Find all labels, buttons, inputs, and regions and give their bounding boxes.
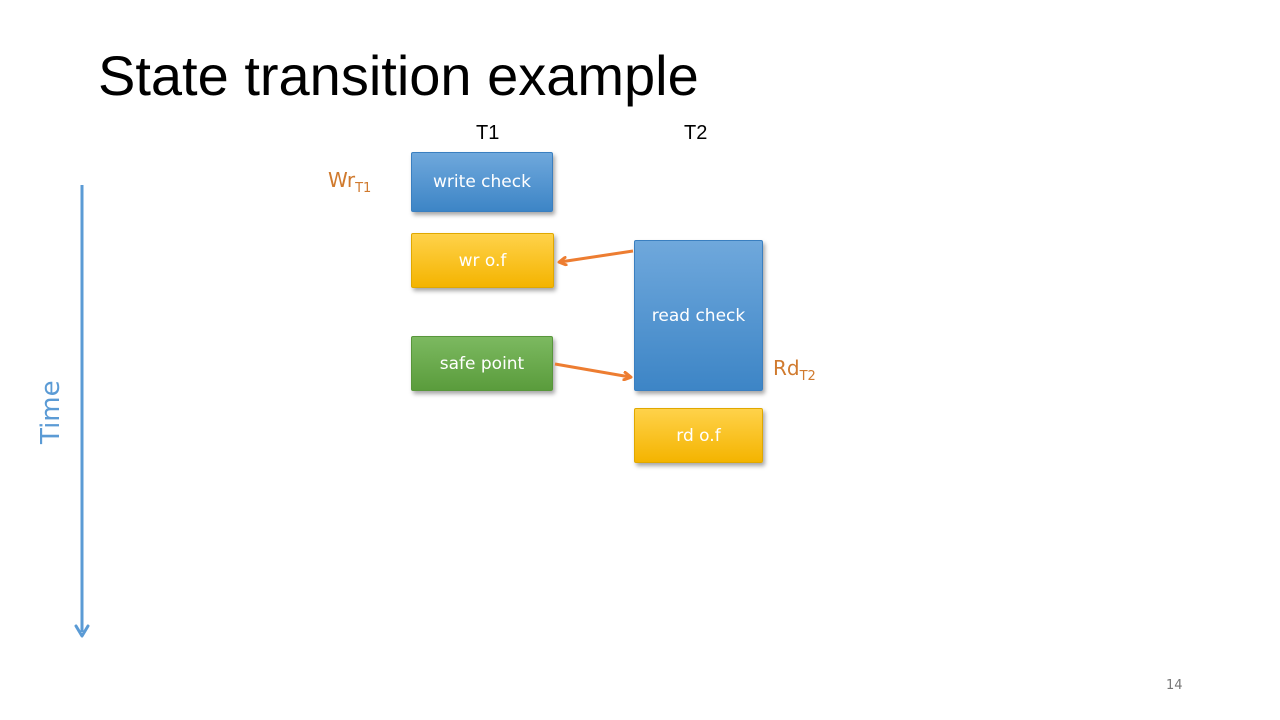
annotation-rd-main: Rd [773,356,800,380]
annotation-rd-sub: T2 [799,369,816,384]
read-check-box: read check [634,240,763,391]
slide-title: State transition example [98,44,699,107]
column-label-t2: T2 [684,122,708,144]
arrow-read-check-to-wr-of [560,249,634,262]
annotation-wr-sub: T1 [355,181,372,196]
arrow-safe-point-to-read-check [554,362,630,377]
annotation-wr-main: Wr [328,168,356,192]
annotation-wr-t1: WrT1 [328,168,371,196]
page-number: 14 [1166,678,1183,693]
time-axis-label: Time [36,380,66,444]
safe-point-box: safe point [411,336,553,391]
column-label-t1: T1 [476,122,500,144]
write-check-box: write check [411,152,553,212]
rd-of-box: rd o.f [634,408,763,463]
wr-of-box: wr o.f [411,233,554,288]
annotation-rd-t2: RdT2 [773,356,816,384]
